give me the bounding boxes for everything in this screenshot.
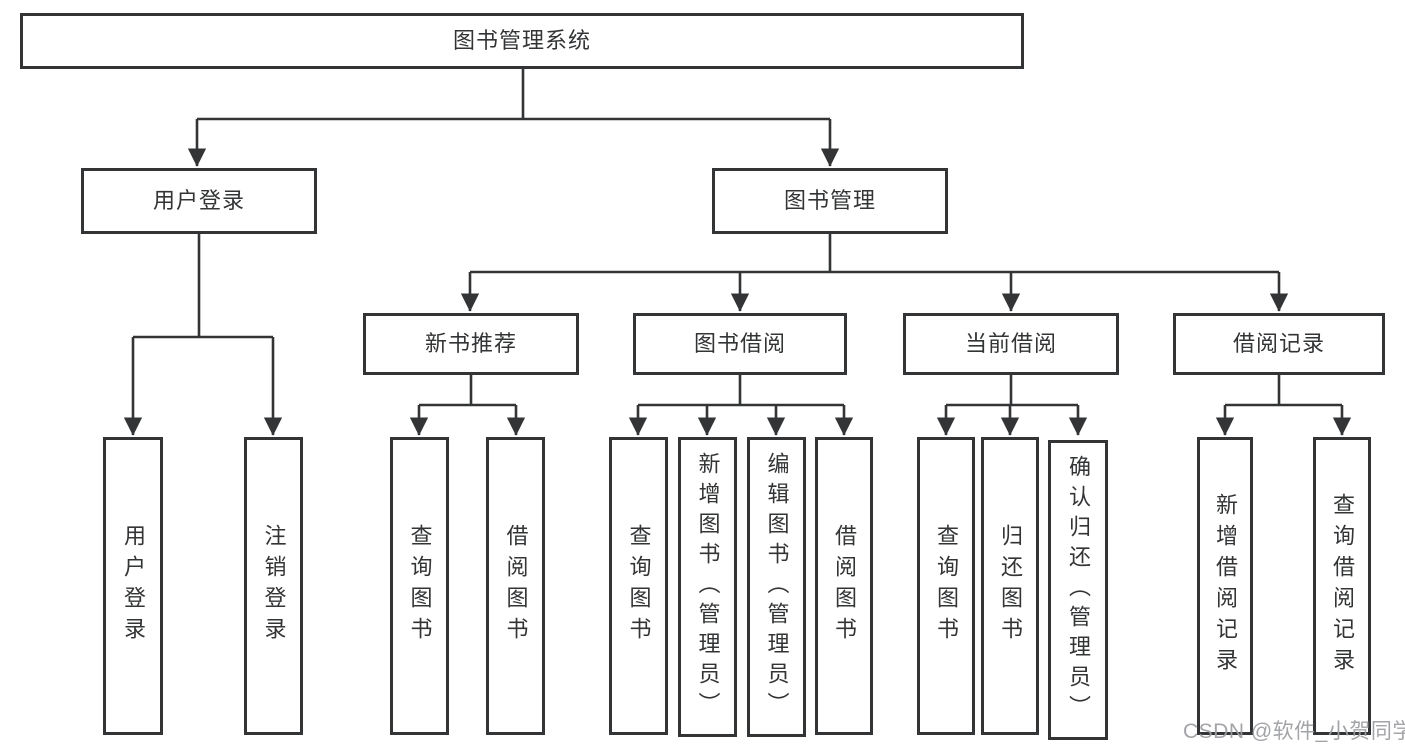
node-new-book-recommendation: 新书推荐 [363, 313, 579, 375]
node-book-management: 图书管理 [712, 168, 948, 234]
node-leaf-return-books: 归还图书 [981, 437, 1039, 735]
node-leaf-add-books-admin: 新增图书（管理员） [678, 437, 737, 737]
node-book-borrowing: 图书借阅 [633, 313, 847, 375]
connector-trunks [133, 69, 1342, 407]
node-borrowing-records: 借阅记录 [1173, 313, 1385, 375]
node-leaf-logout: 注销登录 [244, 437, 303, 735]
node-leaf-borrow-books: 借阅图书 [815, 437, 873, 735]
node-library-management-system: 图书管理系统 [20, 13, 1024, 69]
connector-arrows [123, 119, 1352, 436]
node-leaf-query-borrow-record: 查询借阅记录 [1313, 437, 1371, 735]
node-current-borrowing: 当前借阅 [903, 313, 1119, 375]
csdn-watermark: CSDN @软件_小贺同学 [1183, 720, 1405, 743]
node-leaf-edit-books-admin: 编辑图书（管理员） [747, 437, 806, 737]
node-leaf-query-books-recommend: 查询图书 [390, 437, 449, 735]
node-leaf-add-borrow-record: 新增借阅记录 [1197, 437, 1253, 735]
node-user-login: 用户登录 [81, 168, 317, 234]
node-leaf-user-login: 用户登录 [103, 437, 163, 735]
node-leaf-confirm-return-admin: 确认归还（管理员） [1048, 440, 1108, 740]
node-leaf-borrow-books-recommend: 借阅图书 [486, 437, 545, 735]
node-leaf-query-books-current: 查询图书 [917, 437, 975, 735]
node-leaf-query-books-borrow: 查询图书 [609, 437, 668, 735]
